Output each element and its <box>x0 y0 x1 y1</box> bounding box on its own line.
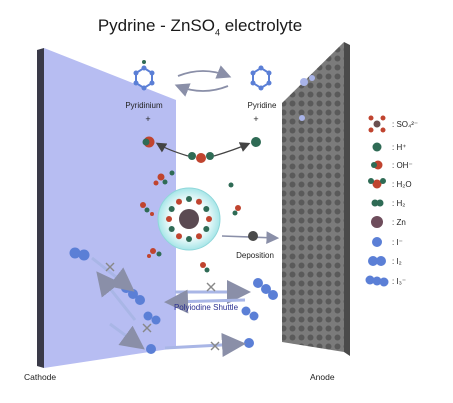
pyridine-molecule-icon <box>250 65 272 91</box>
solvation-shell-molecule <box>203 206 210 212</box>
zinc-icon <box>371 216 383 228</box>
sulfate-icon <box>368 115 386 133</box>
legend-label-triiodide: : I₃⁻ <box>392 277 406 286</box>
zinc-deposit-icon <box>248 231 258 241</box>
solvation-shell-molecule <box>176 198 182 205</box>
pyridine-plus: + <box>253 114 258 124</box>
hydrogen-icon <box>371 199 384 207</box>
legend-label-iodine: : I₂ <box>392 257 402 266</box>
legend-label-proton: : H⁺ <box>392 143 406 152</box>
iodine-species-cathode <box>69 247 161 354</box>
title-suffix: electrolyte <box>219 16 303 35</box>
legend-label-iodide: : I⁻ <box>392 238 403 247</box>
legend-label-water: : H₂O <box>392 180 412 189</box>
legend-label-zinc: : Zn <box>392 218 406 227</box>
water-central-icon <box>188 152 214 163</box>
pyridinium-plus: + <box>145 114 150 124</box>
deposition-label: Deposition <box>236 251 274 260</box>
triiodide-icon <box>365 275 389 287</box>
cathode-label: Cathode <box>24 372 56 382</box>
iodine-icon <box>368 256 386 266</box>
hydroxide-left-icon <box>142 136 155 148</box>
cathode-plate <box>37 48 176 368</box>
shuttle-arrows <box>91 256 251 357</box>
iodide-icon <box>372 237 382 247</box>
title-subscript: 4 <box>214 27 220 38</box>
legend-label-sulfate: : SO₄²⁻ <box>392 120 418 129</box>
pyridinium-molecule-icon <box>133 60 155 91</box>
diagram-title: Pydrine - ZnSO4 electrolyte <box>0 16 400 37</box>
equilibrium-arrows-icon <box>174 65 232 97</box>
legend <box>365 115 389 287</box>
solvation-shell-molecule <box>203 226 210 232</box>
hydroxide-icon <box>371 160 383 170</box>
arrow-to-pyridine <box>213 142 251 157</box>
scattered-ions <box>140 170 241 273</box>
arrow-to-pyridinium <box>155 142 189 157</box>
solvation-shell-molecule <box>176 233 182 240</box>
solvation-shell-molecule <box>196 233 202 240</box>
blocked-cross-icons <box>105 262 220 351</box>
anode-label: Anode <box>310 372 335 382</box>
iodine-species-anode <box>241 278 278 348</box>
pyridinium-label: Pyridinium <box>125 101 163 110</box>
water-icon <box>368 178 386 189</box>
solvation-shell-molecule <box>206 216 212 222</box>
legend-label-hydrogen: : H₂ <box>392 199 405 208</box>
solvation-shell-molecule <box>168 226 175 232</box>
solvation-shell-molecule <box>186 236 192 242</box>
pyridine-label: Pyridine <box>248 101 277 110</box>
anode-plate <box>282 42 350 356</box>
solvation-shell-molecule <box>168 206 175 212</box>
proton-icon <box>372 142 382 152</box>
shuttle-label: Polyiodine Shuttle <box>174 303 239 312</box>
legend-label-hydroxide: : OH⁻ <box>392 161 413 170</box>
title-main: Pydrine - ZnSO <box>97 16 215 35</box>
proton-right-icon <box>251 137 261 147</box>
solvation-shell-molecule <box>186 196 192 202</box>
solvation-shell-molecule <box>196 198 202 205</box>
solvated-zinc-complex-icon <box>157 187 221 251</box>
solvation-shell-molecule <box>166 216 172 222</box>
legend-labels: : SO₄²⁻ : H⁺ : OH⁻ : H₂O : H₂ : Zn : I⁻ … <box>392 120 418 286</box>
